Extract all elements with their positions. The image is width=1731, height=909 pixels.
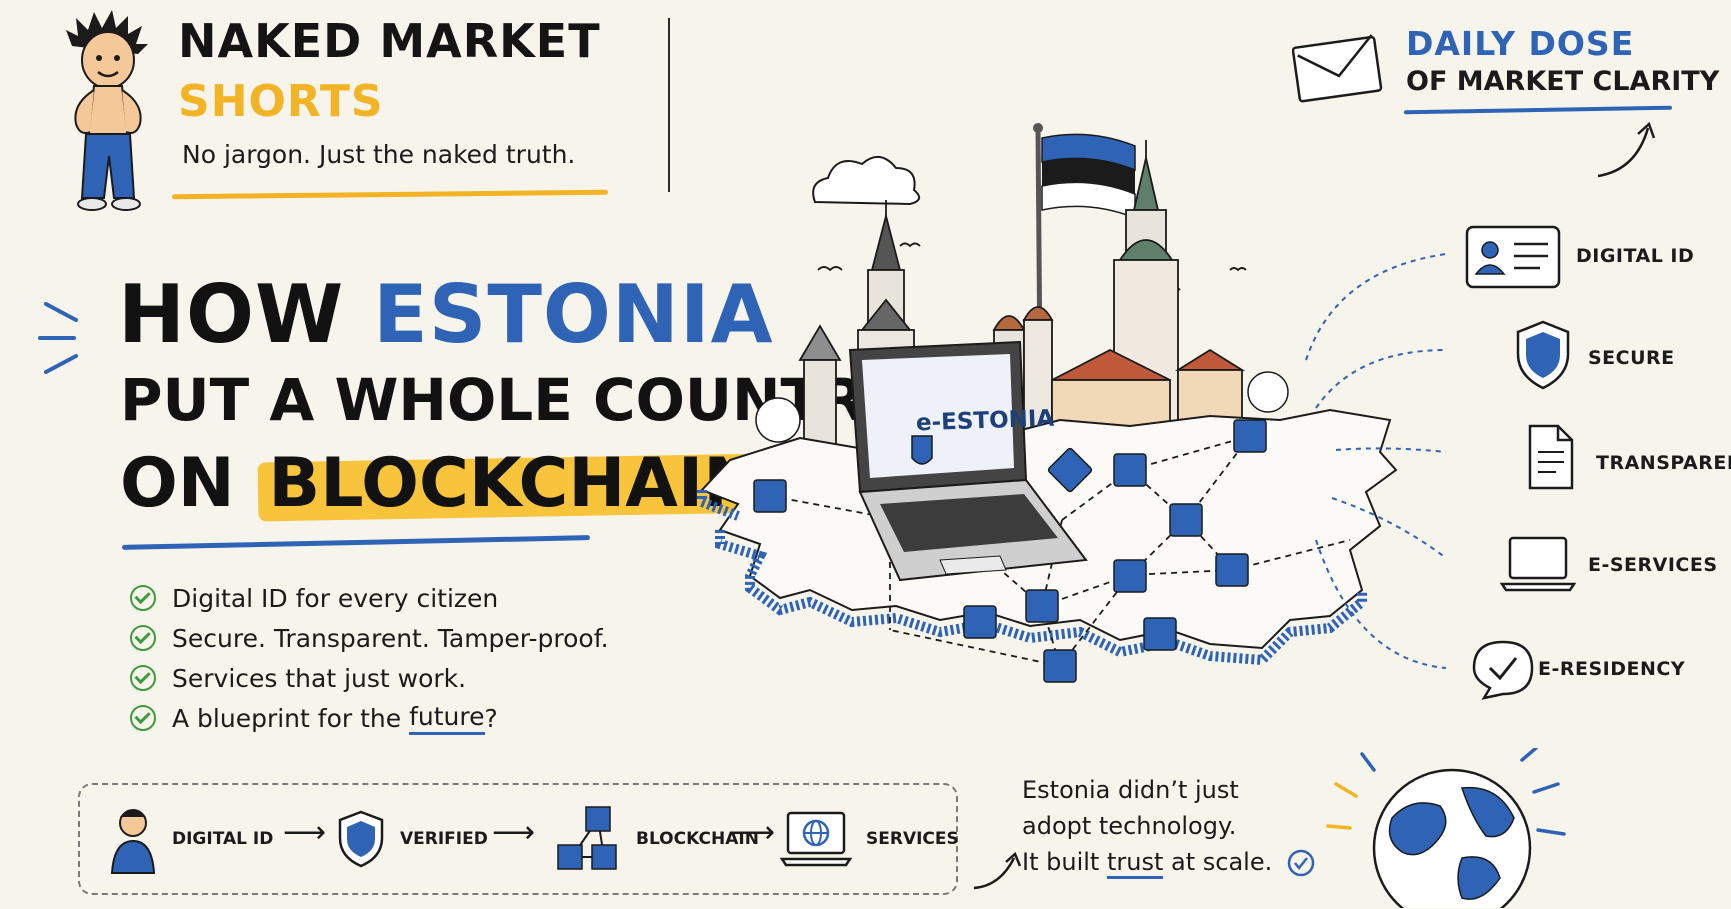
headline-line3: ON BLOCKCHAIN <box>120 444 770 523</box>
brand-subtitle: SHORTS <box>178 76 384 127</box>
checklist: Digital ID for every citizen Secure. Tra… <box>130 578 609 738</box>
daily-dose-underline <box>1403 105 1673 115</box>
feature-transparent: TRANSPARENT <box>1596 452 1731 474</box>
globe-laptop-icon <box>780 811 852 867</box>
check-circle-icon <box>130 665 156 691</box>
flow-step-verified: VERIFIED <box>336 803 488 875</box>
mascot-character <box>66 10 148 211</box>
checklist-item: Digital ID for every citizen <box>130 578 609 618</box>
headline-blockchain: BLOCKCHAIN <box>258 444 770 523</box>
flow-step-digital-id: DIGITAL ID <box>108 803 273 875</box>
blockchain-cubes-icon <box>557 806 617 870</box>
checklist-item: Services that just work. <box>130 658 609 698</box>
headline-line1: HOW ESTONIA <box>118 268 774 361</box>
emphasis-marks-icon <box>38 302 78 374</box>
flow-arrow-icon: ⟶ <box>732 815 776 850</box>
laptop-illustration <box>848 340 1088 582</box>
document-icon <box>1528 424 1574 490</box>
laptop-icon <box>1500 536 1576 592</box>
brand-title: NAKED MARKET <box>178 14 601 68</box>
flow-arrow-icon: ⟶ <box>283 815 327 850</box>
id-card-icon <box>1465 225 1561 289</box>
headline-prefix: HOW <box>118 268 345 361</box>
check-circle-icon <box>130 705 156 731</box>
tagline: No jargon. Just the naked truth. <box>182 140 576 169</box>
closing-note: Estonia didn’t just adopt technology. It… <box>1022 772 1316 880</box>
checklist-item: Secure. Transparent. Tamper-proof. <box>130 618 609 658</box>
process-flow-box: DIGITAL ID ⟶ VERIFIED ⟶ BLOCKCHAIN ⟶ SER… <box>78 783 959 895</box>
check-circle-icon <box>130 625 156 651</box>
shield-icon <box>338 810 384 868</box>
feature-connectors <box>1305 253 1447 669</box>
cloud-icon <box>812 156 921 206</box>
flow-step-services: SERVICES <box>780 803 959 875</box>
estonian-flag <box>1041 133 1136 220</box>
person-icon <box>110 809 156 874</box>
checklist-item: A blueprint for the future? <box>130 698 609 738</box>
feature-e-residency: E-RESIDENCY <box>1538 658 1686 680</box>
daily-dose-subtitle: OF MARKET CLARITY <box>1406 66 1720 97</box>
daily-dose-title: DAILY DOSE <box>1406 24 1635 63</box>
header-divider <box>668 18 670 192</box>
laptop-screen-label: e-ESTONIA <box>915 405 1055 437</box>
headline-estonia: ESTONIA <box>373 268 774 361</box>
headline-on: ON <box>120 444 235 523</box>
feature-digital-id: DIGITAL ID <box>1576 245 1695 267</box>
feature-secure: SECURE <box>1588 347 1675 369</box>
shield-icon <box>1516 320 1570 390</box>
curved-arrow-icon <box>973 851 1022 890</box>
check-circle-icon <box>130 585 156 611</box>
speech-check-icon <box>1472 640 1534 700</box>
check-circle-icon <box>1287 849 1315 877</box>
flow-arrow-icon: ⟶ <box>492 815 536 850</box>
globe-icon <box>1326 748 1566 908</box>
feature-e-services: E-SERVICES <box>1588 554 1718 576</box>
headline-underline <box>121 535 591 550</box>
flow-step-blockchain: BLOCKCHAIN <box>552 799 759 879</box>
envelope-icon <box>1292 34 1383 103</box>
estonia-illustration <box>697 123 1398 683</box>
curved-arrow-icon <box>1597 121 1656 178</box>
tagline-underline <box>171 189 609 200</box>
